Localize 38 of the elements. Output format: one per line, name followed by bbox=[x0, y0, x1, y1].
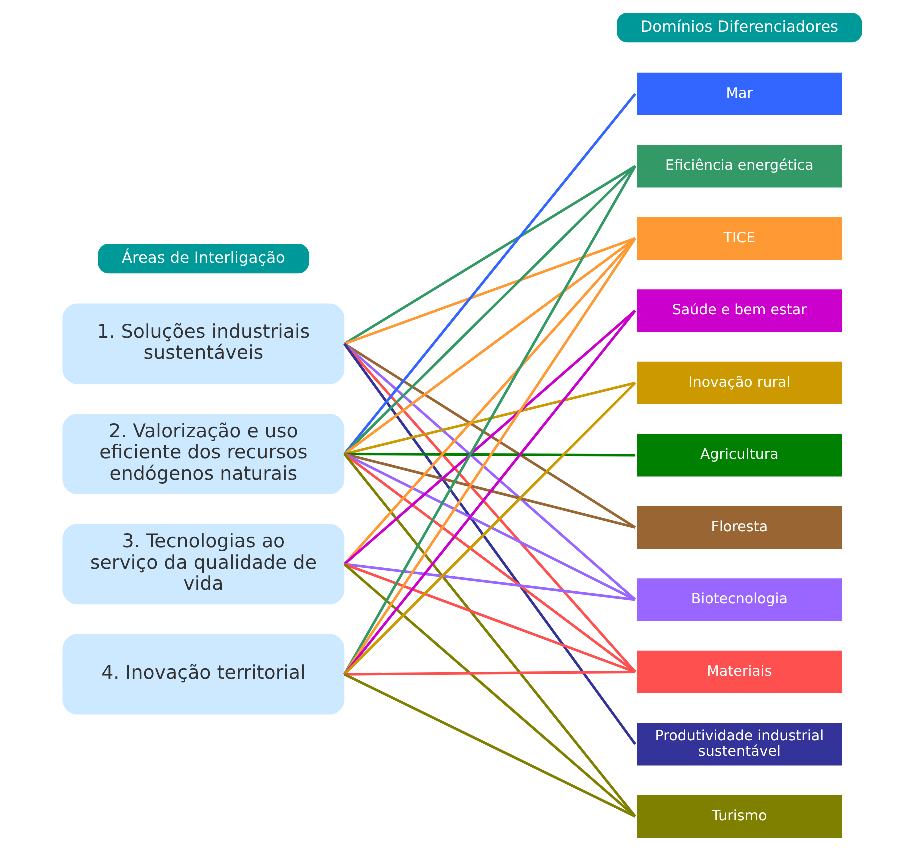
connector bbox=[344, 452, 635, 457]
connector bbox=[343, 93, 636, 456]
connector bbox=[343, 453, 636, 674]
node-box: Saúde e bem estar bbox=[636, 290, 842, 332]
node-box: Mar bbox=[636, 72, 842, 116]
connector bbox=[343, 343, 636, 746]
connector bbox=[343, 165, 636, 456]
connector bbox=[344, 563, 636, 674]
connector bbox=[343, 310, 636, 566]
node-box: Turismo bbox=[636, 795, 842, 838]
connector bbox=[343, 238, 636, 566]
connector bbox=[343, 343, 636, 601]
connector bbox=[344, 237, 636, 346]
node-box: 3. Tecnologias ao serviço da qualidade de vida bbox=[62, 524, 344, 605]
node-box: 1. Soluções industriais sustentáveis bbox=[62, 304, 344, 384]
node-box: Eficiência energética bbox=[636, 145, 842, 188]
node-box: 2. Valorização e uso eficiente dos recursos endógenos naturais bbox=[62, 414, 344, 494]
connector bbox=[344, 563, 636, 602]
node-box: Biotecnologia bbox=[636, 578, 842, 622]
node-box: Inovação rural bbox=[636, 362, 842, 404]
connector bbox=[343, 165, 636, 346]
connector bbox=[344, 673, 636, 818]
connector bbox=[343, 238, 636, 456]
connector bbox=[344, 453, 636, 602]
node-box: Domínios Diferenciadores bbox=[616, 13, 862, 43]
connector bbox=[344, 452, 636, 529]
connector bbox=[343, 342, 636, 529]
node-box: Floresta bbox=[636, 506, 842, 549]
connector bbox=[343, 563, 636, 818]
connector bbox=[344, 670, 635, 676]
node-box: Produtividade industrial sustentável bbox=[636, 723, 842, 766]
node-box: Áreas de Interligação bbox=[98, 244, 309, 274]
connector bbox=[344, 382, 636, 456]
node-box: 4. Inovação territorial bbox=[62, 634, 344, 715]
node-box: Agricultura bbox=[636, 434, 842, 477]
connector bbox=[343, 453, 636, 818]
node-box: Materiais bbox=[636, 650, 842, 694]
node-box: TICE bbox=[636, 217, 842, 260]
